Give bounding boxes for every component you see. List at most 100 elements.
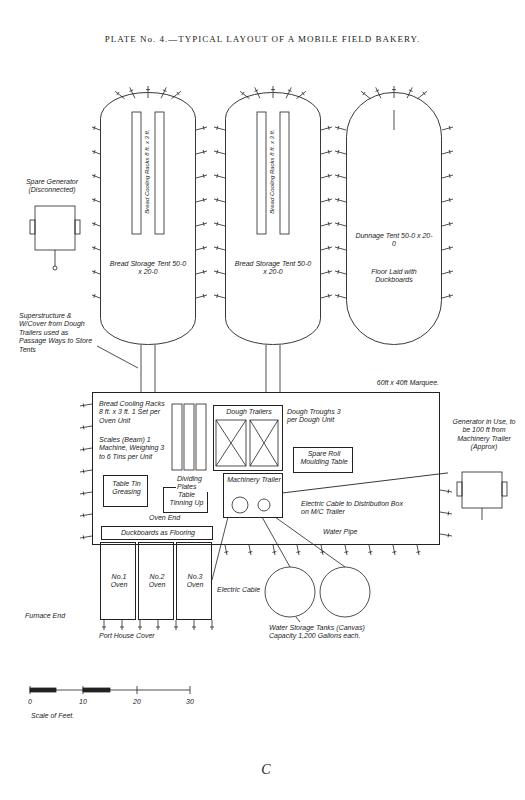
water-tank — [320, 567, 370, 617]
guy-line — [94, 270, 95, 274]
guy-line — [203, 294, 204, 298]
generator-in-use: Generator in Use, to be 100 ft from Mach… — [448, 418, 520, 513]
guy-line — [338, 270, 339, 274]
guy-line — [442, 199, 453, 202]
note-label: Water Pipe — [322, 528, 366, 536]
guy-line — [176, 620, 177, 630]
generator-trailer — [35, 206, 75, 250]
note-label: Dough Troughs 3 per Dough Unit — [286, 408, 348, 425]
guy-line — [249, 545, 251, 555]
guy-line — [217, 174, 218, 178]
cooling-rack — [280, 112, 289, 234]
guy-line — [286, 87, 291, 98]
guy-line — [196, 223, 207, 226]
tent-wall — [347, 93, 442, 345]
guy-line — [393, 545, 395, 555]
electric-cable — [212, 517, 228, 580]
guy-line — [217, 198, 218, 202]
guy-line — [416, 551, 420, 553]
guy-line — [273, 86, 274, 98]
guy-line — [92, 271, 100, 274]
guy-line — [138, 627, 142, 628]
trough-cross — [250, 420, 278, 466]
guy-line — [158, 620, 159, 630]
guy-line — [335, 271, 346, 274]
guy-line — [80, 514, 92, 516]
note-label: Scales (Beam) 1 Machine, Weighing 3 to 6… — [98, 436, 170, 461]
guy-line — [196, 127, 207, 130]
guy-line — [217, 222, 218, 226]
machinery-trailer: Machinery Trailer — [223, 473, 283, 518]
guy-line — [203, 198, 204, 202]
guy-line — [409, 90, 413, 92]
node-text: Spare Generator (Disconnected) — [18, 178, 86, 195]
cooling-rack — [132, 112, 141, 234]
guy-line — [214, 223, 225, 226]
guy-line — [203, 246, 204, 250]
guy-line — [217, 126, 218, 130]
guy-line — [344, 551, 348, 553]
cooling-rack — [155, 112, 164, 234]
node-text: Generator in Use, to be 100 ft from Mach… — [448, 418, 520, 452]
guy-line — [335, 127, 346, 130]
guy-line — [321, 199, 332, 202]
node-text: No.1 Oven — [103, 573, 135, 590]
guy-line — [94, 174, 95, 178]
guy-line — [214, 127, 225, 130]
duckboards: Duckboards as Flooring — [101, 526, 213, 540]
passage-way — [141, 345, 280, 392]
guy-line — [148, 86, 149, 98]
guy-line — [328, 270, 329, 274]
guy-line — [442, 175, 453, 178]
guy-line — [129, 90, 133, 92]
guy-line — [203, 126, 204, 130]
note-label: Water Storage Tanks (Canvas) Capacity 1,… — [268, 624, 388, 641]
guy-line — [442, 151, 453, 154]
guy-line — [448, 489, 450, 493]
leader-line — [97, 346, 138, 368]
guy-line — [196, 175, 207, 178]
guy-line — [369, 545, 371, 555]
guy-line — [156, 627, 160, 628]
work-table: Table Tin Greasing — [103, 475, 148, 507]
machine — [232, 497, 248, 513]
guy-line — [217, 246, 218, 250]
guy-line — [345, 545, 347, 555]
guy-line — [363, 92, 365, 95]
guy-line — [321, 151, 332, 154]
guy-line — [328, 174, 329, 178]
guy-line — [94, 294, 95, 298]
cooling-rack — [172, 404, 182, 470]
guy-line — [214, 271, 225, 274]
node-text: No.3 Oven — [179, 573, 211, 590]
guy-line — [130, 87, 135, 98]
guy-line — [440, 490, 452, 492]
guy-line — [80, 470, 92, 472]
guy-line — [92, 175, 100, 178]
guy-line — [102, 627, 106, 628]
leader-line — [296, 617, 300, 622]
guy-line — [80, 404, 92, 406]
guy-line — [80, 426, 92, 428]
guy-line — [92, 295, 100, 298]
guy-line — [440, 534, 452, 536]
guy-line — [214, 247, 225, 250]
guy-line — [92, 247, 100, 250]
guy-line — [442, 223, 453, 226]
guy-line — [417, 91, 426, 98]
guy-line — [92, 127, 100, 130]
guy-line — [92, 223, 100, 226]
guy-line — [255, 87, 260, 98]
guy-line — [217, 294, 218, 298]
dough-trailers: Dough Trailers — [213, 405, 283, 471]
wheel — [502, 482, 507, 496]
guy-line — [177, 92, 179, 95]
guy-line — [338, 150, 339, 154]
guy-line — [449, 174, 450, 178]
guy-line — [392, 89, 396, 90]
guy-line — [196, 271, 207, 274]
guy-line — [449, 126, 450, 130]
machine — [258, 499, 270, 511]
tent-wall — [226, 93, 321, 345]
